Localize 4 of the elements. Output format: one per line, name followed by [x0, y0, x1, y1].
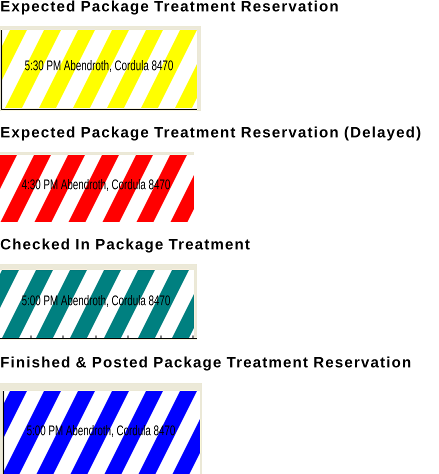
heading: Expected Package Treatment Reservation (Delayed)	[1, 126, 420, 141]
heading: Finished & Posted Package Treatment Reservation	[1, 356, 410, 371]
heading: Checked In Package Treatment	[0, 238, 250, 253]
heading: Expected Package Treatment Reservation	[1, 0, 338, 15]
